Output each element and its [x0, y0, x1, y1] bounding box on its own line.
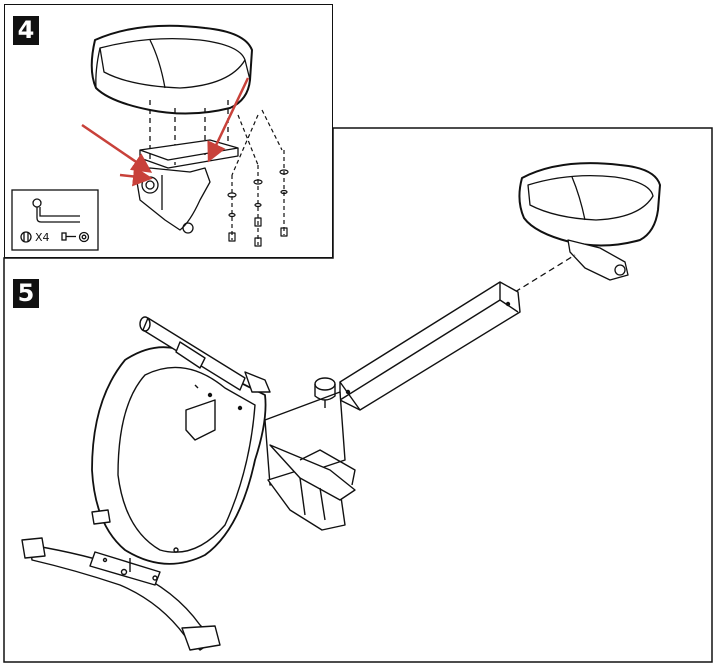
- quantity-label: X4: [35, 231, 50, 244]
- step-4-seat-exploded: [90, 24, 289, 247]
- step-5-badge: 5: [13, 279, 39, 308]
- handle-bar: [139, 316, 271, 393]
- tool-box: [11, 189, 99, 251]
- step-5-frame: [3, 127, 713, 663]
- seat-cushion: [90, 24, 253, 115]
- bolt-icon: [61, 232, 76, 241]
- rowing-machine: [21, 281, 521, 651]
- main-rail: [339, 281, 521, 411]
- bolts: [227, 109, 289, 247]
- lock-washer-icon: [20, 231, 32, 243]
- seat-cushion-assembled: [518, 162, 661, 247]
- allen-key-icon: [32, 198, 80, 223]
- arrow-icon: [81, 77, 250, 187]
- step-4-badge: 4: [13, 16, 39, 45]
- step-5-seat-assembly: [514, 162, 661, 293]
- washer-icon: [78, 231, 90, 243]
- seat-mount-plate: [139, 139, 239, 161]
- adjustment-knob: [314, 377, 336, 408]
